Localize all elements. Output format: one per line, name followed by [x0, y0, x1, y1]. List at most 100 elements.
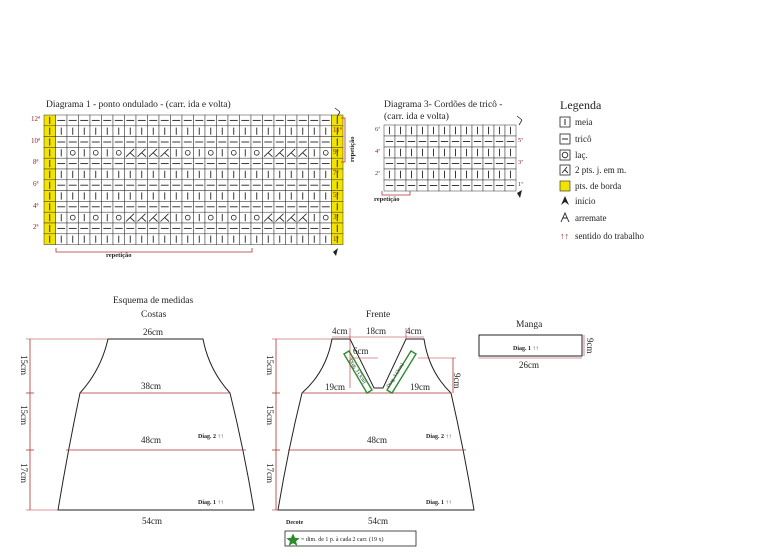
d1-row-label-9: 9ª: [333, 148, 339, 156]
bind-off-icon: [560, 211, 570, 223]
k2tog-stitch: [148, 213, 158, 222]
d3-repeat-bracket: [381, 191, 411, 196]
costas-piece: [26, 338, 255, 511]
costas-height-2: 15cm: [19, 405, 29, 425]
frente-height-1: 15cm: [265, 355, 275, 375]
decrease-star-icon: [286, 533, 300, 546]
yarn-over: [322, 214, 329, 221]
chart-cell: [250, 147, 263, 159]
d1-row-label-10: 10ª: [31, 137, 40, 145]
k2tog-stitch: [148, 148, 158, 158]
d3-row-label-2: 2ª: [375, 170, 380, 177]
yarn-over: [253, 214, 260, 221]
chart-cell: [204, 147, 217, 159]
k2tog-stitch: [125, 213, 135, 222]
costas-outline: [57, 338, 255, 511]
manga-width: 26cm: [519, 360, 539, 370]
k2tog-stitch: [275, 148, 285, 158]
costas-bottom-width: 54cm: [142, 516, 162, 526]
decote-note-box: [284, 530, 417, 547]
frente-neck-band-left: [343, 350, 373, 394]
svg-text:laç.: laç.: [575, 150, 588, 160]
manga-piece: [478, 334, 583, 357]
chart-cell: [66, 211, 79, 224]
d3-repeat-label: repetição: [374, 196, 400, 203]
legend-item-trico: tricô: [559, 133, 592, 145]
d1-row-label-7: 7ª: [333, 169, 339, 177]
frente-neck-width: 18cm: [366, 326, 386, 336]
k2tog-stitch: [137, 148, 147, 158]
diagram1-title: Diagrama 1 - ponto ondulado - (carr. ida…: [46, 99, 231, 110]
chart-cell: [181, 211, 194, 224]
chart-cell: [66, 147, 79, 159]
frente-piece: [272, 328, 475, 511]
diagram1-grid: [43, 114, 344, 245]
legend-item-lac: laç.: [559, 149, 588, 161]
manga-diag-label: Diag. 1 ↑↑: [513, 346, 539, 352]
yarn-over: [207, 150, 214, 156]
d3-row-label-3: 3ª: [518, 159, 523, 166]
chart-cell: [227, 211, 240, 224]
d3-row-label-1: 1ª: [518, 181, 523, 188]
work-direction-icon: ↑↑: [560, 231, 569, 241]
d1-row-label-6: 6ª: [33, 180, 39, 188]
d1-repeat-label-vertical: repetição: [349, 136, 356, 162]
d3-row-label-6: 6ª: [375, 126, 380, 133]
diagram3-grid: [383, 124, 517, 192]
k2tog-icon: [561, 166, 569, 174]
k2tog-stitch: [160, 148, 170, 158]
yarn-over: [230, 214, 237, 221]
frente-neck-band-right: [386, 350, 417, 394]
yarn-over: [184, 150, 191, 156]
yarn-over: [115, 214, 122, 221]
manga-height: 9cm: [585, 338, 595, 354]
svg-text:início: início: [575, 196, 596, 206]
k2tog-stitch: [263, 148, 273, 158]
yarn-over: [92, 150, 99, 156]
costas-diag1-label: Diag. 1 ↑↑: [198, 500, 224, 506]
chart-cell: [319, 147, 332, 159]
frente-decote-label: Decote: [286, 520, 304, 526]
yarn-over-icon: [561, 151, 569, 159]
yarn-over: [322, 150, 329, 156]
legend-item-inicio: início: [561, 196, 596, 206]
d3-start-marker-icon: [517, 190, 522, 198]
k2tog-stitch: [286, 148, 296, 158]
chart-cell: [319, 211, 332, 224]
k2tog-stitch: [298, 148, 308, 158]
svg-text:tricô: tricô: [575, 134, 592, 144]
yarn-over: [92, 214, 99, 221]
schema-title: Esquema de medidas: [113, 296, 194, 306]
d1-row-label-11: 11ª: [333, 126, 342, 134]
yarn-over: [115, 150, 122, 156]
d1-row-label-2: 2ª: [33, 223, 39, 231]
d1-row-label-4: 4ª: [33, 202, 39, 210]
yarn-over: [69, 150, 76, 156]
manga-title: Manga: [516, 320, 543, 330]
legend-item-k2tog: 2 pts. j. em m.: [559, 164, 626, 176]
frente-armhole: 9cm: [452, 373, 462, 389]
legend-item-border: pts. de borda: [559, 180, 621, 192]
costas-height-1: 15cm: [19, 355, 29, 375]
yarn-over: [207, 214, 214, 221]
k2tog-stitch: [137, 213, 147, 222]
chart-cell: [112, 211, 125, 224]
chart-cell: [89, 211, 102, 224]
costas-lower-width: 48cm: [141, 435, 161, 445]
svg-text:sentido do trabalho: sentido do trabalho: [575, 231, 644, 241]
frente-side-right: 19cm: [410, 382, 430, 392]
start-arrow-icon: [561, 196, 569, 205]
k2tog-stitch: [125, 148, 135, 158]
costas-top-width: 26cm: [143, 327, 163, 337]
k2tog-stitch: [286, 213, 296, 222]
legend-item-meia: meia: [559, 116, 593, 128]
yarn-over: [184, 214, 191, 221]
legend-title: Legenda: [560, 98, 602, 112]
d1-row-label-3: 3ª: [333, 213, 339, 221]
chart-cell: [112, 147, 125, 159]
diagram1-row-labels: 12ª 10ª 8ª 6ª 4ª 2ª 11ª 9ª 7ª 5ª 3ª 1ª: [31, 115, 342, 243]
yarn-over: [253, 150, 260, 156]
chart-cell: [250, 211, 263, 224]
frente-strap-right: 4cm: [406, 326, 422, 336]
